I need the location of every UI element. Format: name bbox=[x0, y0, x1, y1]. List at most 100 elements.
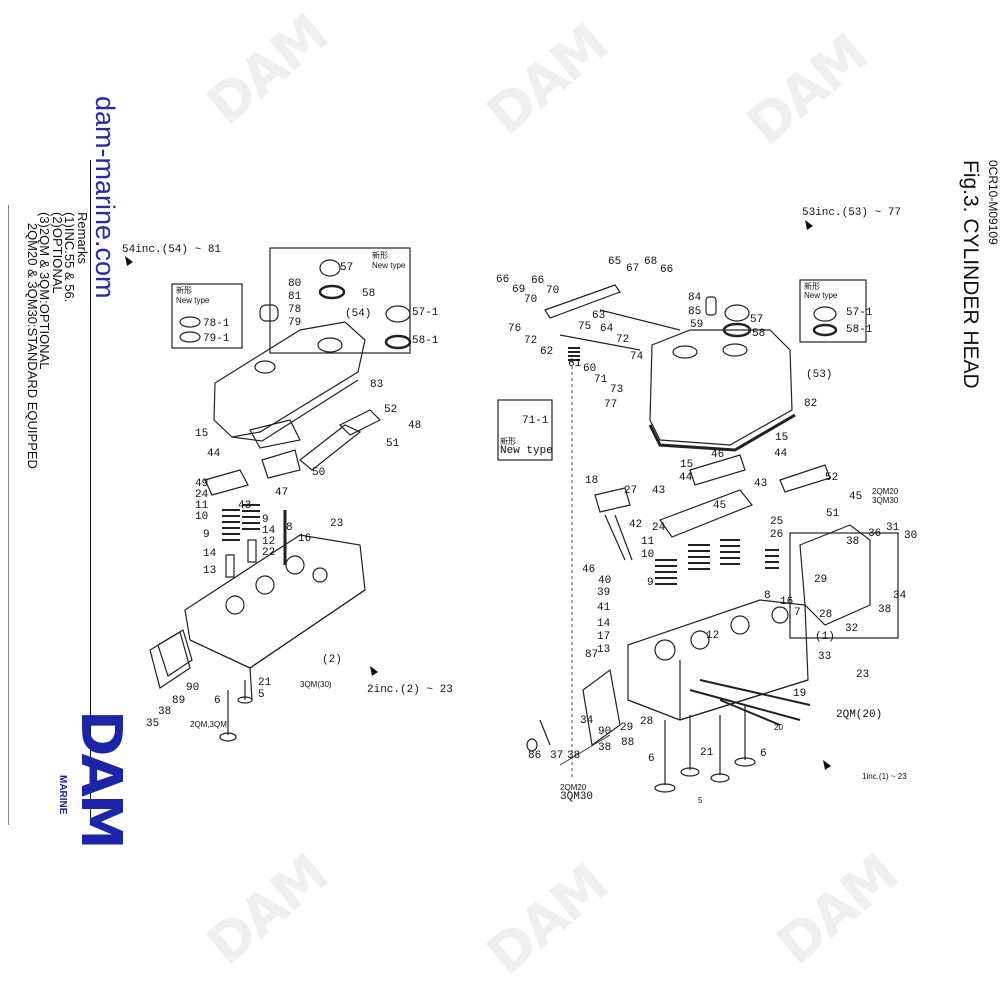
part-callout: 44 bbox=[774, 448, 788, 460]
cylinder-head-1 bbox=[627, 599, 809, 721]
part-callout: 6 bbox=[760, 748, 767, 760]
part-callout: 57-1 bbox=[412, 307, 439, 319]
part-callout: 66 bbox=[531, 275, 544, 287]
new-type-box-71-1 bbox=[497, 399, 553, 461]
part-callout: 46 bbox=[582, 564, 595, 576]
part-callout: 24 bbox=[195, 489, 209, 501]
sidebar-divider bbox=[90, 160, 91, 820]
optional-parts-box bbox=[789, 532, 899, 639]
part-callout: 58 bbox=[752, 328, 765, 340]
assembly-range-label: 1inc.(1) ~ 23 bbox=[862, 772, 907, 781]
part-callout: 60 bbox=[583, 363, 596, 375]
part-callout: 10 bbox=[195, 511, 208, 523]
part-callout: 38 bbox=[878, 604, 891, 616]
part-callout: 58 bbox=[362, 288, 375, 300]
part-callout: 90 bbox=[598, 726, 611, 738]
part-callout: 84 bbox=[688, 292, 702, 304]
part-callout: 20 bbox=[774, 723, 783, 732]
o-ring-58 bbox=[318, 284, 346, 300]
part-callout: 71 bbox=[594, 374, 608, 386]
part-callout: 44 bbox=[679, 472, 693, 484]
part-callout: 65 bbox=[608, 256, 621, 268]
valve-cover-53 bbox=[649, 329, 793, 446]
oil-filler-port bbox=[317, 337, 343, 353]
part-callout: 7 bbox=[794, 607, 801, 619]
part-callout: New type bbox=[372, 261, 406, 270]
part-callout: 58-1 bbox=[412, 335, 439, 347]
part-callout: 22 bbox=[262, 547, 275, 559]
part-callout: 41 bbox=[597, 602, 611, 614]
part-callout: 49 bbox=[195, 478, 208, 490]
valve-5 bbox=[237, 696, 253, 704]
part-callout: 30 bbox=[904, 530, 917, 542]
part-callout: 9 bbox=[203, 529, 210, 541]
part-callout: 38 bbox=[567, 750, 580, 762]
part-callout: 2QM,3QM bbox=[190, 720, 227, 729]
part-callout: 51 bbox=[386, 438, 400, 450]
part-callout: 16 bbox=[780, 596, 793, 608]
part-callout: 新形 bbox=[804, 281, 820, 291]
part-callout: 新形 bbox=[176, 285, 192, 295]
part-callout: (53) bbox=[806, 369, 832, 381]
part-callout: 43 bbox=[238, 500, 251, 512]
part-callout: 5 bbox=[698, 796, 703, 805]
part-callout: 80 bbox=[288, 278, 301, 290]
breather-cap-78 bbox=[259, 304, 279, 322]
valve-spring bbox=[222, 509, 240, 541]
part-callout: 70 bbox=[546, 285, 559, 297]
part-callout: 12 bbox=[262, 536, 275, 548]
left-callout-labels: 54inc.(54) ~ 8157588081787978-179-1(54)8… bbox=[122, 244, 453, 730]
part-callout: New type bbox=[500, 445, 553, 457]
part-callout: 37 bbox=[550, 750, 563, 762]
part-callout: 81 bbox=[288, 291, 302, 303]
part-callout: 35 bbox=[146, 718, 159, 730]
part-callout: 90 bbox=[186, 682, 199, 694]
part-callout: 34 bbox=[580, 715, 594, 727]
rocker-arm bbox=[299, 424, 362, 471]
part-callout: 52 bbox=[825, 472, 838, 484]
part-callout: 新形 bbox=[500, 436, 516, 446]
part-callout: 47 bbox=[275, 487, 288, 499]
part-callout: 32 bbox=[845, 623, 858, 635]
part-callout: 3QM30 bbox=[872, 496, 899, 505]
part-callout: 64 bbox=[600, 323, 614, 335]
part-callout: 23 bbox=[330, 518, 343, 530]
breather-84 bbox=[705, 296, 717, 316]
part-callout: 9 bbox=[262, 514, 269, 526]
part-callout: 51 bbox=[826, 508, 840, 520]
part-callout: 62 bbox=[540, 346, 553, 358]
part-callout: 31 bbox=[886, 522, 900, 534]
part-callout: 14 bbox=[203, 548, 217, 560]
part-callout: 83 bbox=[370, 379, 383, 391]
part-callout: 38 bbox=[158, 706, 171, 718]
part-callout: 33 bbox=[818, 651, 831, 663]
part-callout: 45 bbox=[713, 500, 726, 512]
part-callout: 74 bbox=[630, 351, 644, 363]
part-callout: 新形 bbox=[372, 250, 388, 260]
part-callout: 25 bbox=[770, 516, 783, 528]
new-type-box-cap bbox=[269, 247, 411, 354]
part-callout: 73 bbox=[610, 384, 623, 396]
part-callout: 71-1 bbox=[522, 415, 549, 427]
part-callout: 2QM(20) bbox=[836, 709, 882, 721]
part-callout: (2) bbox=[322, 654, 342, 666]
part-callout: 66 bbox=[496, 274, 509, 286]
side-cover-90 bbox=[582, 668, 621, 747]
part-callout: 88 bbox=[621, 737, 634, 749]
part-callout: New type bbox=[176, 296, 210, 305]
oil-filler-cap-57 bbox=[724, 304, 750, 322]
part-callout: 36 bbox=[868, 528, 881, 540]
oil-filler-cap-57 bbox=[319, 259, 341, 277]
part-callout: 45 bbox=[849, 491, 862, 503]
pointer-arrow-icon bbox=[125, 256, 133, 266]
part-callout: 24 bbox=[652, 522, 666, 534]
part-callout: 21 bbox=[700, 747, 714, 759]
part-callout: 26 bbox=[770, 529, 783, 541]
part-callout: 61 bbox=[568, 358, 582, 370]
part-callout: 76 bbox=[508, 323, 521, 335]
part-callout: 13 bbox=[203, 565, 216, 577]
part-callout: 42 bbox=[629, 519, 642, 531]
part-callout: 43 bbox=[652, 485, 665, 497]
part-callout: 79 bbox=[288, 317, 301, 329]
